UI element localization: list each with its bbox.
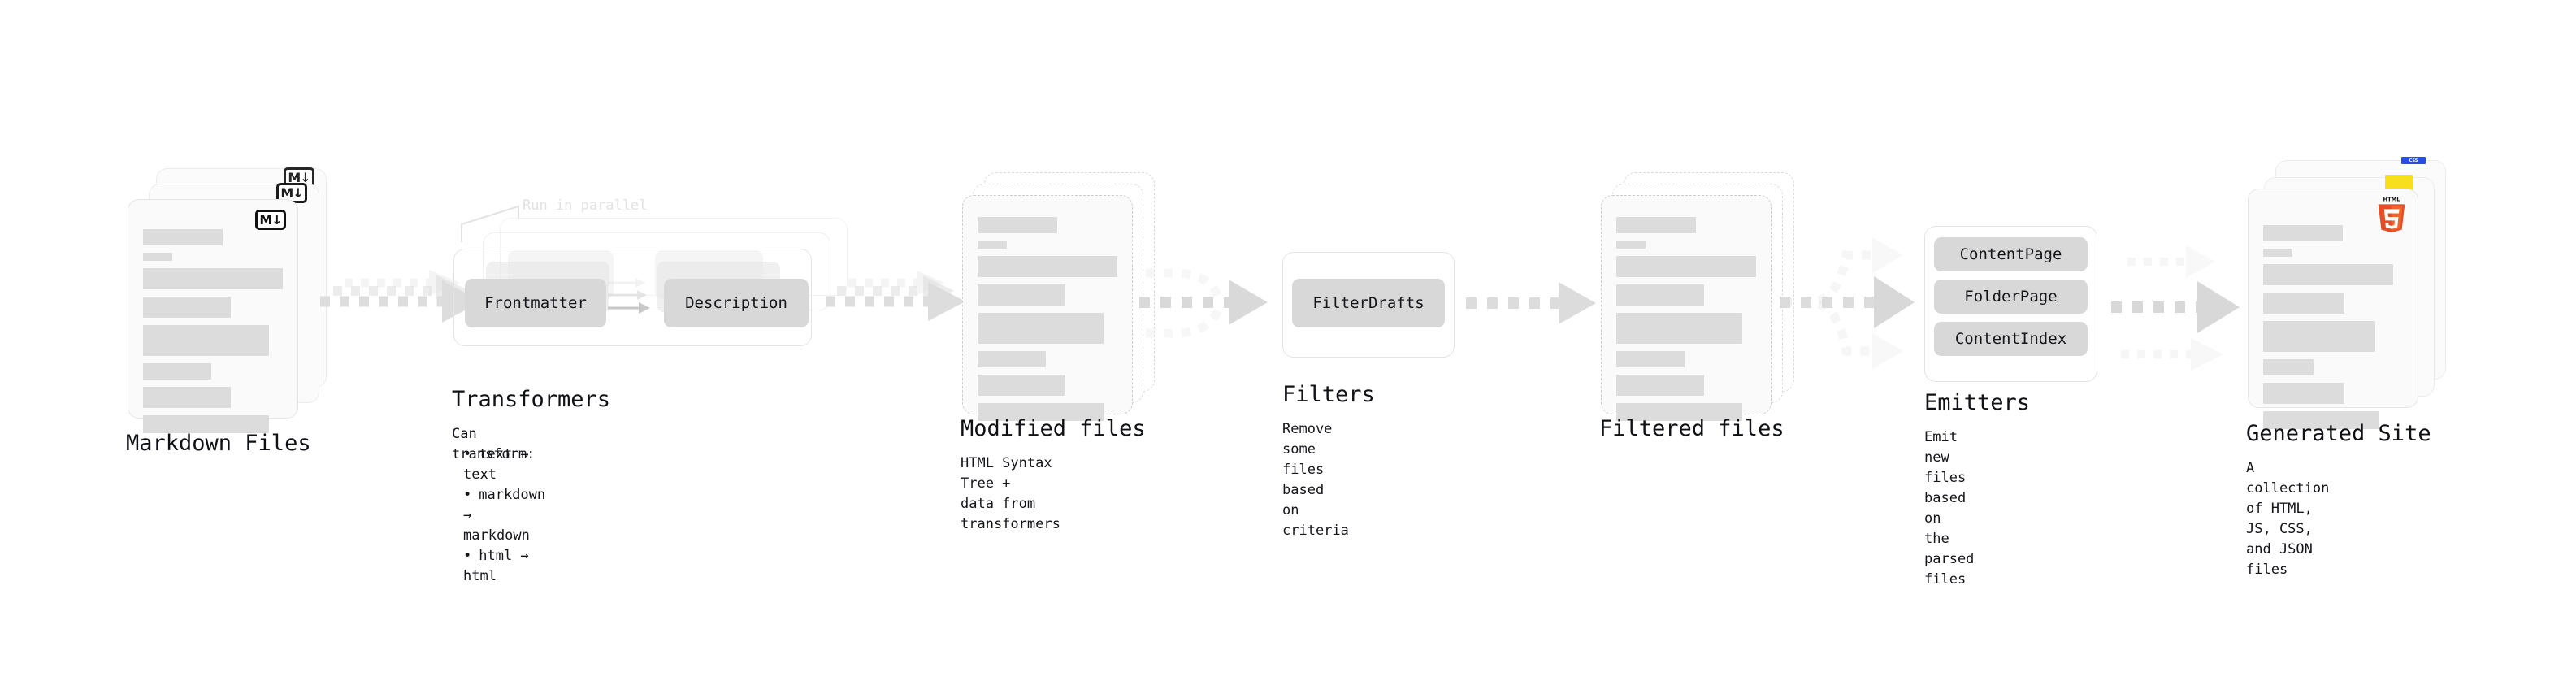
- file-skeleton-body: [978, 217, 1117, 428]
- transformer-chip-frontmatter[interactable]: Frontmatter: [465, 279, 606, 327]
- transformer-inner-arrows: [608, 278, 650, 314]
- skeleton-bar: [1616, 375, 1705, 396]
- skeleton-bar: [2263, 359, 2314, 375]
- emitters-caption: Emit new files based on the parsed files: [1924, 429, 1975, 588]
- connector-markdown-to-transformers: [320, 270, 481, 323]
- skeleton-bar: [978, 256, 1117, 277]
- skeleton-bar: [2263, 293, 2344, 314]
- skeleton-bar: [1616, 313, 1742, 344]
- skeleton-bar: [2263, 383, 2344, 404]
- skeleton-bar: [978, 351, 1047, 367]
- skeleton-bar: [143, 387, 232, 408]
- list-item: text → text: [463, 445, 545, 485]
- modified-file-card: [962, 195, 1133, 421]
- filters-caption: Remove some files based on criteria: [1282, 421, 1349, 539]
- skeleton-bar: [1616, 256, 1756, 277]
- skeleton-bar: [978, 284, 1066, 306]
- emitter-chip-contentindex[interactable]: ContentIndex: [1934, 322, 2088, 356]
- stage-title-filtered-files: Filtered files: [1599, 416, 1785, 441]
- skeleton-bar: [978, 375, 1066, 396]
- stage-title-markdown-files: Markdown Files: [126, 431, 311, 456]
- stage-title-modified-files: Modified files: [961, 416, 1146, 441]
- connector-modified-to-filters: [1139, 268, 1268, 338]
- skeleton-bar: [2263, 411, 2379, 429]
- generated-file-card: HTML: [2248, 189, 2418, 429]
- skeleton-bar: [978, 313, 1104, 344]
- connector-emitters-to-site: [2111, 245, 2240, 371]
- stage-title-generated-site: Generated Site: [2246, 421, 2431, 446]
- skeleton-bar: [2263, 321, 2375, 352]
- run-in-parallel-bracket: [461, 205, 519, 242]
- filter-chip-filterdrafts[interactable]: FilterDrafts: [1292, 279, 1445, 327]
- file-skeleton-body: [143, 229, 283, 440]
- emitter-chip-folderpage[interactable]: FolderPage: [1934, 280, 2088, 314]
- skeleton-bar: [143, 268, 283, 289]
- skeleton-bar: [978, 217, 1058, 233]
- emitter-chip-contentpage[interactable]: ContentPage: [1934, 237, 2088, 271]
- skeleton-bar: [1616, 403, 1742, 421]
- transformer-group-ghost-mid: [483, 232, 830, 310]
- html5-icon: HTML: [2375, 196, 2408, 233]
- css-icon: CSS: [2401, 157, 2426, 164]
- stage-title-filters: Filters: [1282, 382, 1375, 407]
- skeleton-bar: [143, 415, 269, 433]
- svg-text:HTML: HTML: [2383, 197, 2401, 203]
- skeleton-bar: [978, 241, 1008, 249]
- file-skeleton-body: [1616, 217, 1756, 428]
- skeleton-bar: [1616, 284, 1705, 306]
- markdown-file-card: M↓: [128, 199, 298, 433]
- connector-transformers-to-modified: [826, 271, 965, 321]
- skeleton-bar: [143, 253, 173, 261]
- transformers-group-box: [453, 249, 812, 346]
- skeleton-bar: [1616, 241, 1646, 249]
- js-icon: [2385, 175, 2413, 191]
- transformers-capability-list: text → text markdown → markdown html → h…: [452, 445, 545, 587]
- modified-files-caption: HTML Syntax Tree + data from transformer…: [961, 455, 1060, 532]
- filtered-file-card: [1601, 195, 1772, 421]
- transformer-chip-description[interactable]: Description: [664, 279, 809, 327]
- skeleton-bar: [2263, 225, 2344, 241]
- markdown-icon: M↓: [255, 210, 286, 230]
- list-item: html → html: [463, 546, 545, 587]
- skeleton-bar: [143, 363, 212, 380]
- skeleton-bar: [143, 229, 223, 245]
- file-skeleton-body: [2263, 225, 2403, 436]
- run-in-parallel-label: Run in parallel: [523, 197, 648, 214]
- stage-title-emitters: Emitters: [1924, 390, 2031, 415]
- skeleton-bar: [143, 325, 269, 356]
- skeleton-bar: [1616, 351, 1685, 367]
- skeleton-bar: [143, 297, 232, 318]
- skeleton-bar: [2263, 249, 2293, 257]
- connector-filtered-to-emitters: [1780, 237, 1915, 369]
- skeleton-bar: [2263, 264, 2393, 285]
- connector-filters-to-filtered: [1466, 282, 1596, 324]
- skeleton-bar: [978, 403, 1104, 421]
- generated-site-caption: A collection of HTML, JS, CSS, and JSON …: [2246, 460, 2330, 578]
- list-item: markdown → markdown: [463, 485, 545, 546]
- skeleton-bar: [1616, 217, 1697, 233]
- stage-title-transformers: Transformers: [452, 387, 611, 412]
